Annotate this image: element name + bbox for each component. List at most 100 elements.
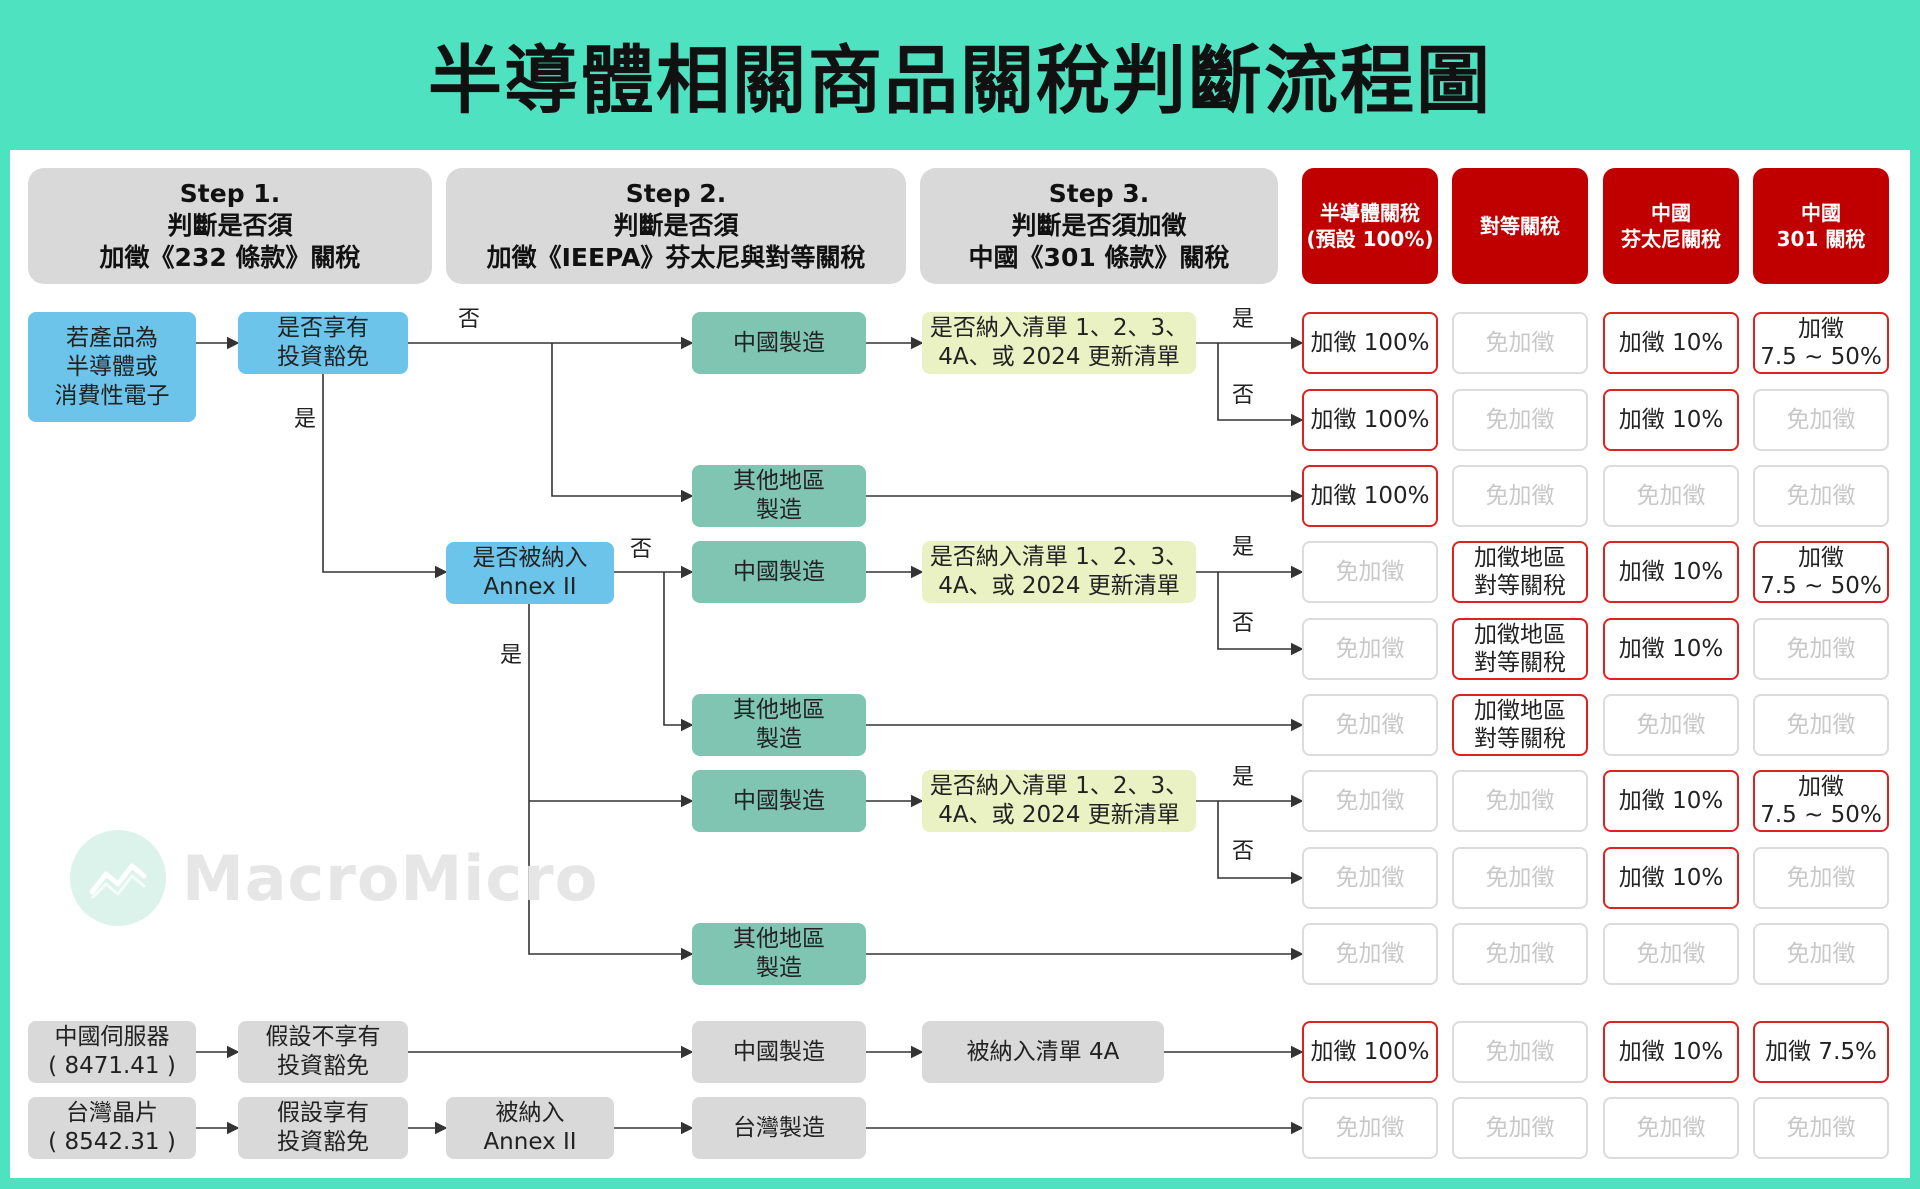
result-cell: 加徵 10%: [1603, 847, 1739, 909]
result-cell: 加徵 10%: [1603, 541, 1739, 603]
result-cell-text: 免加徵: [1786, 407, 1856, 433]
tariff-header-subtext: 301 關稅: [1776, 227, 1866, 251]
case2-annex: 被納入 Annex II: [446, 1097, 614, 1159]
label-yes: 是: [1232, 307, 1255, 332]
result-cell: 加徵 100%: [1302, 312, 1438, 374]
result-cell: 免加徵: [1452, 847, 1588, 909]
china-made-node: 中國製造: [692, 770, 866, 832]
result-cell-text: 加徵 10%: [1618, 407, 1724, 433]
result-cell: 免加徵: [1603, 694, 1739, 756]
result-cell-text: 加徵: [1798, 774, 1844, 800]
result-cell: 免加徵: [1452, 923, 1588, 985]
result-cell: 免加徵: [1753, 694, 1889, 756]
tariff-header-text: 中國: [1801, 201, 1841, 225]
result-cell: 免加徵: [1753, 1097, 1889, 1159]
step2-title: Step 2.: [625, 179, 727, 208]
node-text: 是否納入清單 1、2、3、: [929, 315, 1189, 341]
result-cell: 免加徵: [1753, 465, 1889, 527]
tariff-header-reciprocal: 對等關稅: [1452, 168, 1588, 284]
result-cell: 免加徵: [1452, 389, 1588, 451]
node-text: 製造: [756, 497, 802, 523]
case1-exemption: 假設不享有 投資豁免: [238, 1021, 408, 1083]
node-text: 是否享有: [277, 315, 369, 341]
result-cell-text: 免加徵: [1485, 865, 1555, 891]
result-cell-text: 加徵: [1798, 545, 1844, 571]
result-cell-text: 加徵 10%: [1618, 788, 1724, 814]
result-cell: 免加徵: [1452, 312, 1588, 374]
result-cell: 免加徵: [1452, 1097, 1588, 1159]
result-cell: 免加徵: [1302, 1097, 1438, 1159]
tariff-header-subtext: (預設 100%): [1306, 227, 1434, 251]
list-question: 是否納入清單 1、2、3、 4A、或 2024 更新清單: [922, 770, 1196, 832]
result-cell: 免加徵: [1753, 389, 1889, 451]
step2-line2: 判斷是否須: [613, 211, 739, 240]
result-cell-text: 免加徵: [1335, 941, 1405, 967]
list-question: 是否納入清單 1、2、3、 4A、或 2024 更新清單: [922, 312, 1196, 374]
tariff-header-semiconductor: 半導體關稅 (預設 100%): [1302, 168, 1438, 284]
other-region-node: 其他地區 製造: [692, 694, 866, 756]
result-cell-text: 7.5 ~ 50%: [1760, 573, 1882, 599]
node-text: 台灣晶片: [66, 1100, 158, 1126]
result-cell: 加徵 10%: [1603, 389, 1739, 451]
result-cell-text: 加徵: [1798, 316, 1844, 342]
result-cell-text: 加徵 10%: [1618, 330, 1724, 356]
result-cell-text: 對等關稅: [1474, 650, 1566, 676]
result-cell: 免加徵: [1302, 847, 1438, 909]
case1-list: 被納入清單 4A: [922, 1021, 1164, 1083]
exemption-question: 是否享有 投資豁免: [238, 312, 408, 374]
node-text: 消費性電子: [54, 382, 170, 409]
result-cell-text: 免加徵: [1485, 941, 1555, 967]
other-region-node: 其他地區 製造: [692, 465, 866, 527]
result-cell: 加徵 100%: [1302, 465, 1438, 527]
node-text: 4A、或 2024 更新清單: [938, 802, 1180, 828]
tariff-header-fentanyl: 中國 芬太尼關稅: [1603, 168, 1739, 284]
result-cell-text: 免加徵: [1786, 1115, 1856, 1141]
result-cell: 免加徵: [1603, 465, 1739, 527]
result-cell: 加徵 10%: [1603, 1021, 1739, 1083]
result-cell: 加徵地區對等關稅: [1452, 541, 1588, 603]
result-cell-text: 免加徵: [1786, 636, 1856, 662]
result-cell-text: 加徵 10%: [1618, 636, 1724, 662]
tariff-header-text: 半導體關稅: [1320, 201, 1420, 225]
node-text: 其他地區: [733, 697, 825, 723]
result-cell-text: 加徵 10%: [1618, 559, 1724, 585]
step3-header: Step 3. 判斷是否須加徵 中國《301 條款》關稅: [920, 168, 1278, 284]
result-cell: 免加徵: [1603, 1097, 1739, 1159]
connector-lines: [196, 336, 1304, 1135]
result-cell-text: 免加徵: [1485, 330, 1555, 356]
result-cell-text: 免加徵: [1335, 788, 1405, 814]
result-cell-text: 加徵 100%: [1310, 483, 1430, 509]
result-cell-text: 免加徵: [1335, 636, 1405, 662]
case2-origin: 台灣製造: [692, 1097, 866, 1159]
result-cell-text: 加徵地區: [1474, 622, 1566, 648]
result-cell-text: 免加徵: [1485, 788, 1555, 814]
case1-origin: 中國製造: [692, 1021, 866, 1083]
result-cell: 加徵 100%: [1302, 389, 1438, 451]
result-cell-text: 加徵 7.5%: [1765, 1039, 1877, 1065]
result-cell-text: 免加徵: [1786, 712, 1856, 738]
case1-product: 中國伺服器 ( 8471.41 ): [28, 1021, 196, 1083]
result-cell: 免加徵: [1302, 541, 1438, 603]
node-text: 其他地區: [733, 468, 825, 494]
result-cell: 免加徵: [1452, 770, 1588, 832]
label-no: 否: [630, 537, 653, 562]
step1-line3: 加徵《232 條款》關稅: [99, 243, 361, 272]
node-text: 其他地區: [733, 926, 825, 952]
list-question: 是否納入清單 1、2、3、 4A、或 2024 更新清單: [922, 541, 1196, 603]
result-cell: 加徵 100%: [1302, 1021, 1438, 1083]
result-cell: 免加徵: [1753, 618, 1889, 680]
result-cell-text: 免加徵: [1636, 941, 1706, 967]
result-cell-text: 對等關稅: [1474, 726, 1566, 752]
result-cell-text: 加徵 10%: [1618, 1039, 1724, 1065]
result-cell-text: 免加徵: [1636, 712, 1706, 738]
result-cell-text: 免加徵: [1636, 1115, 1706, 1141]
step3-title: Step 3.: [1048, 179, 1150, 208]
node-text: 半導體或: [66, 353, 158, 380]
result-cell-text: 7.5 ~ 50%: [1760, 802, 1882, 828]
other-region-node: 其他地區 製造: [692, 923, 866, 985]
tariff-header-text: 對等關稅: [1480, 214, 1560, 238]
node-text: ( 8542.31 ): [48, 1129, 176, 1155]
result-cell-text: 免加徵: [1335, 865, 1405, 891]
node-text: Annex II: [483, 1129, 577, 1155]
